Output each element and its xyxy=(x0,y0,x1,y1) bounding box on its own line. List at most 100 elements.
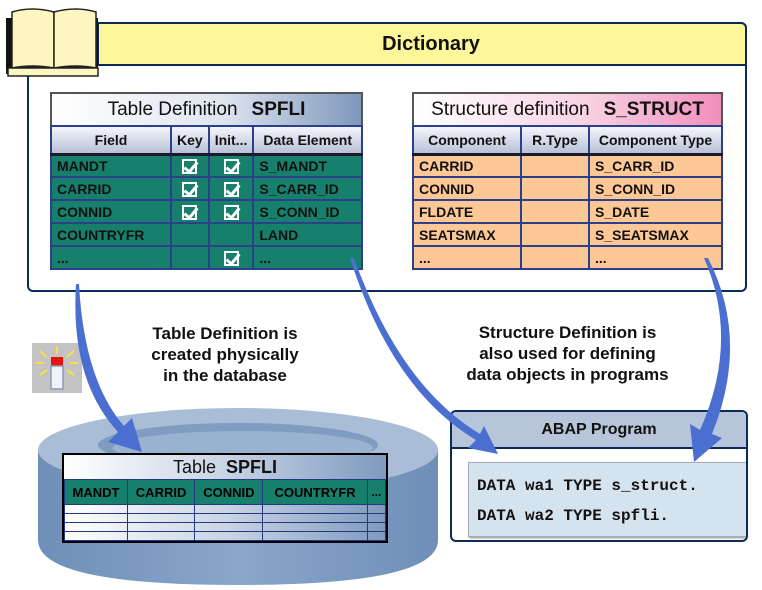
field-cell: CONNID xyxy=(50,199,172,224)
checkbox-checked-icon xyxy=(223,159,239,175)
data-element-cell: S_CONN_ID xyxy=(252,199,363,224)
caption-line: Structure Definition is xyxy=(478,323,657,342)
init-cell xyxy=(207,245,255,270)
database-empty-cell xyxy=(262,504,368,514)
caption-structure-used-in-programs: Structure Definition is also used for de… xyxy=(445,322,690,385)
database-empty-cell xyxy=(366,531,387,541)
database-column-header: ... xyxy=(366,479,387,505)
key-cell xyxy=(170,199,210,224)
database-empty-cell xyxy=(262,531,368,541)
code-line: DATA wa2 TYPE spfli. xyxy=(477,507,670,525)
key-cell xyxy=(170,176,210,201)
checkbox-checked-icon xyxy=(182,159,198,175)
database-empty-cell xyxy=(366,522,387,532)
checkbox-checked-icon xyxy=(223,181,239,197)
column-header-data-element: Data Element xyxy=(252,125,363,156)
data-element-cell: S_MANDT xyxy=(252,153,363,178)
database-empty-row xyxy=(64,504,387,514)
table-definition-row: CARRID S_CARR_ID xyxy=(50,176,363,201)
rtype-cell xyxy=(520,199,590,224)
data-element-cell: S_CARR_ID xyxy=(252,176,363,201)
structure-definition-label: Structure definition xyxy=(431,98,590,120)
database-table-name: SPFLI xyxy=(226,456,278,477)
checkbox-checked-icon xyxy=(223,250,239,266)
activate-lamp-icon xyxy=(32,343,82,393)
table-definition-title: Table Definition SPFLI xyxy=(50,92,363,125)
database-empty-row xyxy=(64,531,387,541)
structure-definition-name: S_STRUCT xyxy=(603,98,704,120)
field-cell: CARRID xyxy=(50,176,172,201)
database-column-header: CONNID xyxy=(194,479,264,505)
data-element-cell: ... xyxy=(252,245,363,270)
component-type-cell: S_CARR_ID xyxy=(588,153,723,178)
column-header-component-type: Component Type xyxy=(588,125,723,156)
database-empty-cell xyxy=(194,504,264,514)
table-definition-row: CONNID S_CONN_ID xyxy=(50,199,363,224)
field-cell: ... xyxy=(50,245,172,270)
table-definition-row: COUNTRYFR LAND xyxy=(50,222,363,247)
database-empty-row xyxy=(64,513,387,523)
rtype-cell xyxy=(520,245,590,270)
database-empty-cell xyxy=(262,522,368,532)
caption-line: data objects in programs xyxy=(466,365,669,384)
field-cell: COUNTRYFR xyxy=(50,222,172,247)
dictionary-title: Dictionary xyxy=(382,32,480,55)
code-line: DATA wa1 TYPE s_struct. xyxy=(477,477,698,495)
database-empty-cell xyxy=(64,522,128,532)
component-type-cell: S_SEATSMAX xyxy=(588,222,723,247)
database-table-title: Table SPFLI xyxy=(64,455,386,479)
database-empty-cell xyxy=(64,513,128,523)
checkbox-checked-icon xyxy=(182,181,198,197)
structure-row: CONNID S_CONN_ID xyxy=(412,176,723,201)
component-type-cell: ... xyxy=(588,245,723,270)
init-cell xyxy=(207,222,255,247)
database-empty-row xyxy=(64,522,387,532)
structure-row: SEATSMAX S_SEATSMAX xyxy=(412,222,723,247)
caption-line: Table Definition is xyxy=(152,324,298,343)
init-cell xyxy=(207,176,255,201)
data-element-cell: LAND xyxy=(252,222,363,247)
rtype-cell xyxy=(520,176,590,201)
rtype-cell xyxy=(520,222,590,247)
database-column-header: CARRID xyxy=(126,479,196,505)
component-type-cell: S_CONN_ID xyxy=(588,176,723,201)
column-header-rtype: R.Type xyxy=(520,125,590,156)
abap-program-title: ABAP Program xyxy=(452,412,746,449)
database-table-label: Table xyxy=(172,456,216,477)
key-cell xyxy=(170,245,210,270)
database-empty-cell xyxy=(64,531,128,541)
caption-table-created-physically: Table Definition is created physically i… xyxy=(120,323,330,386)
component-cell: CONNID xyxy=(412,176,522,201)
database-empty-cell xyxy=(126,504,196,514)
table-definition-label: Table Definition xyxy=(107,98,238,120)
caption-line: in the database xyxy=(163,366,287,385)
caption-line: also used for defining xyxy=(479,344,656,363)
database-empty-cell xyxy=(126,522,196,532)
column-header-component: Component xyxy=(412,125,522,156)
database-empty-cell xyxy=(366,504,387,514)
component-cell: ... xyxy=(412,245,522,270)
database-empty-cell xyxy=(194,531,264,541)
column-header-key: Key xyxy=(170,125,210,156)
database-empty-cell xyxy=(194,522,264,532)
database-empty-cell xyxy=(64,504,128,514)
structure-definition-s-struct: Structure definition S_STRUCT Component … xyxy=(412,92,723,270)
key-cell xyxy=(170,222,210,247)
component-cell: SEATSMAX xyxy=(412,222,522,247)
structure-definition-title: Structure definition S_STRUCT xyxy=(412,92,723,125)
database-empty-cell xyxy=(262,513,368,523)
table-definition-spfli: Table Definition SPFLI Field Key Init...… xyxy=(50,92,363,270)
abap-code-block: DATA wa1 TYPE s_struct. DATA wa2 TYPE sp… xyxy=(468,462,746,537)
key-cell xyxy=(170,153,210,178)
rtype-cell xyxy=(520,153,590,178)
abap-program-box: ABAP Program DATA wa1 TYPE s_struct. DAT… xyxy=(450,410,748,542)
column-header-init: Init... xyxy=(207,125,255,156)
column-header-field: Field xyxy=(50,125,172,156)
